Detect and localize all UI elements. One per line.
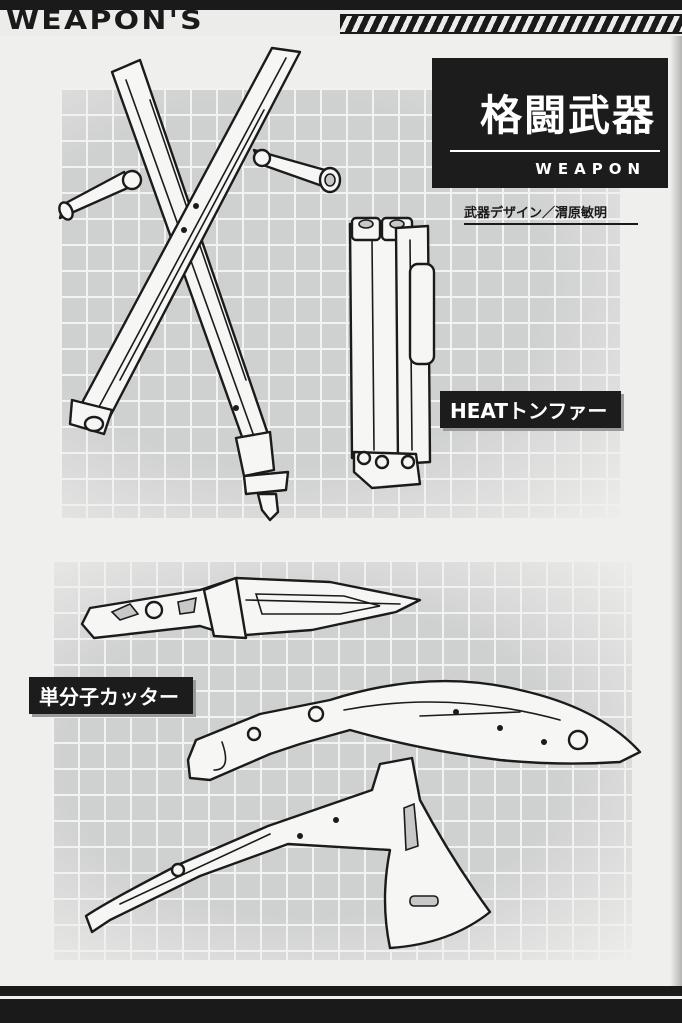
header-bar: WEAPON'S bbox=[0, 0, 682, 36]
page-subtitle: WEAPON bbox=[535, 160, 646, 178]
kukri-illustration bbox=[186, 679, 642, 782]
knife-illustration bbox=[80, 576, 422, 640]
tonfa-crossed-illustration bbox=[58, 46, 342, 522]
axe-illustration bbox=[84, 756, 492, 950]
label-heat-tonfa: HEATトンファー bbox=[440, 391, 622, 428]
series-title: WEAPON'S bbox=[6, 6, 204, 36]
header-stripes bbox=[340, 14, 682, 34]
title-block: 格闘武器 WEAPON bbox=[432, 58, 668, 188]
label-monomolecular-cutter: 単分子カッター bbox=[29, 677, 193, 714]
footer-bar bbox=[0, 986, 682, 1023]
design-credit: 武器デザイン／渭原敏明 bbox=[464, 202, 638, 225]
tonfa-folded-illustration bbox=[348, 216, 436, 490]
footer-rule bbox=[0, 996, 682, 999]
title-rule bbox=[450, 150, 660, 152]
header-black-strip bbox=[0, 0, 682, 10]
page-edge-shadow bbox=[670, 36, 682, 986]
page-title: 格闘武器 bbox=[479, 91, 656, 140]
